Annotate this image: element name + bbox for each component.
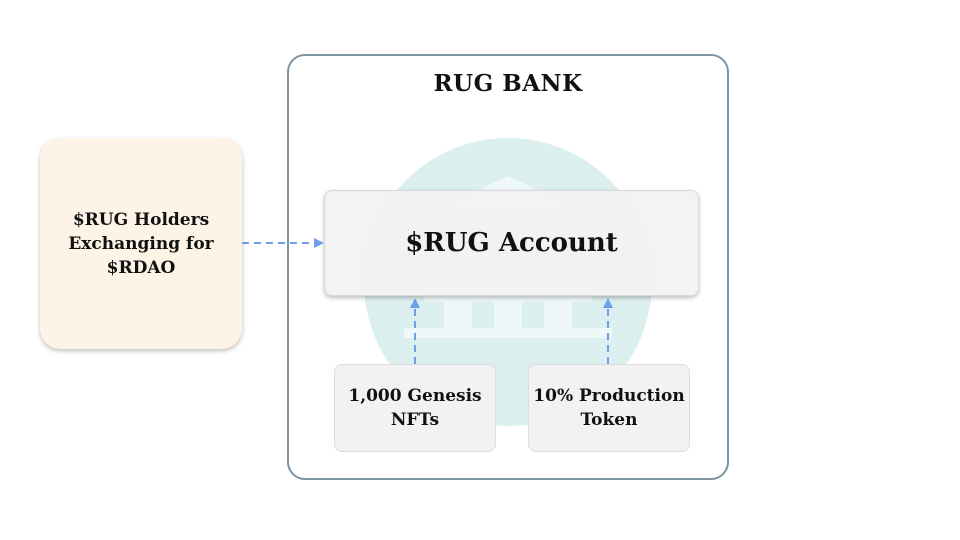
genesis-nfts-label: 1,000 Genesis NFTs [348,384,481,432]
genesis-line-2: NFTs [390,410,440,430]
production-token-label: 10% Production Token [533,384,684,432]
production-token-box: 10% Production Token [528,364,690,452]
genesis-nfts-box: 1,000 Genesis NFTs [334,364,496,452]
holders-line-1: $RUG Holders [72,209,210,230]
production-line-2: Token [580,410,638,430]
holders-line-2: Exchanging for [68,233,214,254]
production-line-1: 10% Production [533,386,685,406]
holders-label: $RUG Holders Exchanging for $RDAO [56,208,226,280]
rug-account-label: $RUG Account [405,228,618,258]
holders-line-3: $RDAO [106,257,176,278]
rug-account-box: $RUG Account [324,190,699,296]
bank-title: RUG BANK [433,70,583,97]
genesis-line-1: 1,000 Genesis [348,386,482,406]
holders-box: $RUG Holders Exchanging for $RDAO [40,138,242,349]
